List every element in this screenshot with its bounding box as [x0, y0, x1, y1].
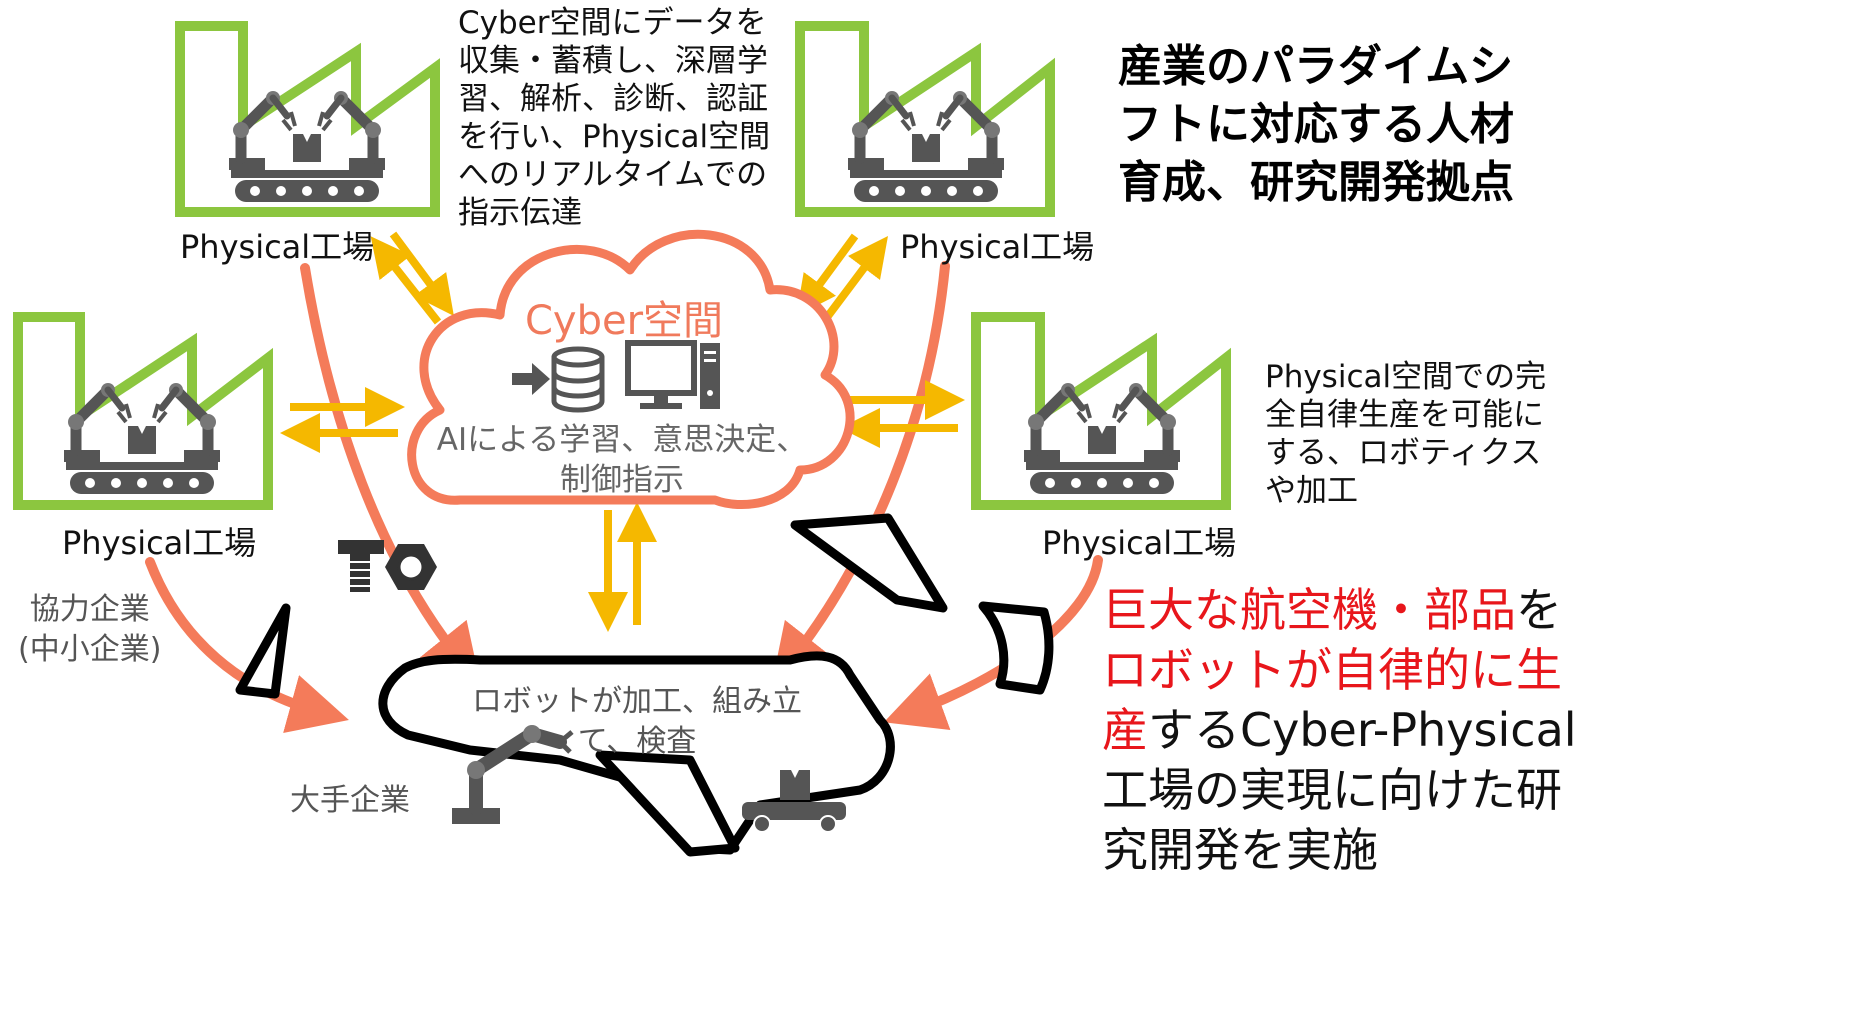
- bolt-icon: [338, 540, 384, 592]
- partner-line: (中小企業): [18, 632, 162, 667]
- summary-plain: するCyber-Physical: [1148, 703, 1577, 757]
- summary-line-4: 工場の実現に向けた研: [1102, 763, 1562, 817]
- summary-line-1: 巨大な航空機・部品を: [1102, 580, 1577, 640]
- flow-arrows: [145, 261, 1103, 733]
- automated-cart-icon: [742, 770, 846, 833]
- factory-icon-mid-left: [13, 312, 273, 510]
- note-line: Cyber空間にデータを: [458, 5, 767, 41]
- summary-emphasis: 巨大な航空機・部品: [1102, 583, 1516, 637]
- factory-icon-top-left: [175, 21, 440, 217]
- partner-companies: 協力企業 (中小企業): [18, 590, 161, 670]
- factory-icon-mid-right: [971, 312, 1231, 510]
- headline-line: フトに対応する人材: [1118, 99, 1514, 150]
- major-company: 大手企業: [290, 783, 410, 818]
- cloud-title: Cyber空間: [525, 298, 724, 344]
- note-line: を行い、Physical空間: [458, 119, 771, 155]
- note-line: 指示伝達: [458, 195, 582, 231]
- note-line: する、ロボティクス: [1265, 435, 1542, 471]
- partner-line: 協力企業: [29, 592, 150, 627]
- cloud-body: AIによる学習、意思決定、 制御指示: [432, 420, 812, 500]
- plane-text-line: ロボットが加工、組み立: [472, 684, 802, 719]
- cloud-body-line: AIによる学習、意思決定、: [436, 422, 808, 458]
- headline-line: 産業のパラダイムシ: [1118, 41, 1514, 92]
- airplane-icon: [235, 513, 1054, 857]
- computer-icon: [625, 340, 720, 409]
- summary-line-2: ロボットが自律的に生: [1102, 640, 1577, 700]
- nut-icon: [385, 544, 437, 590]
- note-line: 収集・蓄積し、深層学: [458, 43, 768, 79]
- database-import-icon: [512, 346, 605, 413]
- robot-arm-icon-plane: [452, 725, 574, 824]
- factory-icon-top-right: [795, 21, 1055, 217]
- factory-label-mid-left: Physical工場: [62, 524, 257, 562]
- headline: 産業のパラダイムシ フトに対応する人材 育成、研究開発拠点: [1118, 38, 1514, 212]
- exchange-arrows: [280, 231, 965, 632]
- note-line: や加工: [1265, 473, 1358, 509]
- note-line: へのリアルタイムでの: [458, 157, 768, 193]
- summary-line-5: 究開発を実施: [1102, 823, 1378, 877]
- physical-space-note: Physical空間での完 全自律生産を可能に する、ロボティクス や加工: [1265, 358, 1546, 510]
- cyber-space-note: Cyber空間にデータを 収集・蓄積し、深層学 習、解析、診断、認証 を行い、P…: [458, 4, 770, 232]
- summary-plain: を: [1516, 583, 1562, 637]
- factory-label-mid-right: Physical工場: [1042, 524, 1237, 562]
- note-line: Physical空間での完: [1265, 359, 1547, 395]
- summary-emphasis: ロボットが自律的に生: [1102, 643, 1562, 697]
- note-line: 習、解析、診断、認証: [458, 81, 768, 117]
- factory-label-top-left: Physical工場: [180, 228, 375, 266]
- cloud-body-line: 制御指示: [560, 462, 684, 498]
- plane-text: ロボットが加工、組み立 て、検査: [452, 682, 822, 762]
- summary-text: 巨大な航空機・部品を ロボットが自律的に生 産するCyber-Physical …: [1102, 580, 1577, 880]
- summary-line-3: 産するCyber-Physical: [1102, 700, 1577, 760]
- headline-line: 育成、研究開発拠点: [1118, 157, 1514, 208]
- robot-arm-icon: [229, 91, 385, 202]
- note-line: 全自律生産を可能に: [1265, 397, 1544, 433]
- factory-label-top-right: Physical工場: [900, 228, 1095, 266]
- summary-emphasis: 産: [1102, 703, 1148, 757]
- plane-text-line: て、検査: [577, 724, 697, 759]
